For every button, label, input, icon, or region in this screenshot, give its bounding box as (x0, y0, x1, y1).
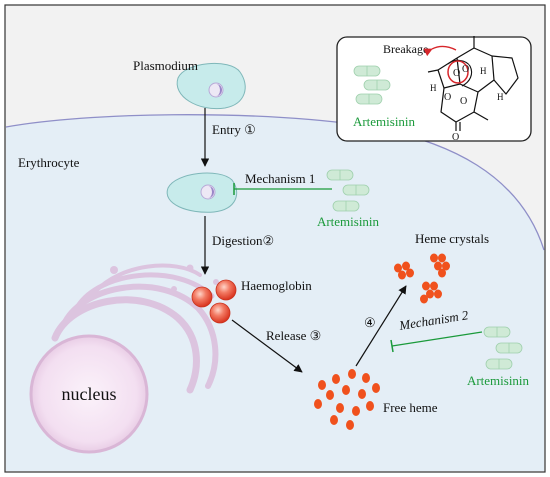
svg-text:O: O (444, 92, 451, 103)
nucleus-label: nucleus (62, 384, 117, 404)
release-label: Release ③ (266, 328, 321, 343)
heme-crystals-label: Heme crystals (415, 231, 489, 246)
artemisinin-pills-mechanism2 (483, 326, 523, 370)
haemoglobin-label: Haemoglobin (241, 278, 312, 293)
crystallization-arrow (355, 285, 407, 367)
entry-label: Entry ① (212, 122, 256, 137)
hydrogen-label-left: H (430, 83, 437, 93)
mechanism1-label: Mechanism 1 (245, 171, 315, 186)
plasmodium-cell-inside (166, 172, 237, 213)
nucleus (29, 334, 149, 454)
artemisinin-label-inset: Artemisinin (353, 114, 416, 129)
plasmodium-label: Plasmodium (133, 58, 198, 73)
hydrogen-label-top: H (480, 66, 487, 76)
molecule-atoms: O O O O O (444, 64, 469, 143)
artemisinin-label-mechanism2: Artemisinin (467, 373, 530, 388)
free-heme-label: Free heme (383, 400, 438, 415)
artemisinin-molecule (427, 36, 519, 131)
haemoglobin-cluster (191, 279, 237, 324)
svg-text:O: O (462, 64, 469, 75)
heme-crystals (394, 253, 450, 304)
mechanism2-inhibition-line (391, 331, 483, 347)
erythrocyte-label: Erythrocyte (18, 155, 80, 170)
svg-text:O: O (452, 132, 459, 143)
artemisinin-structure-inset (336, 36, 532, 142)
step4-label: ④ (364, 315, 376, 330)
artemisinin-pills-inset (353, 65, 391, 105)
artemisinin-label-mechanism1: Artemisinin (317, 214, 380, 229)
svg-text:O: O (453, 68, 460, 79)
breakage-label: Breakage (383, 42, 428, 56)
free-heme-cluster (314, 369, 380, 430)
artemisinin-pills-mechanism1 (326, 169, 370, 212)
release-arrow (231, 319, 303, 373)
mechanism2-inhibition-bar (390, 339, 394, 353)
svg-text:O: O (460, 96, 467, 107)
breakage-arrow (423, 45, 457, 57)
hydrogen-label-right: H (497, 92, 504, 102)
plasmodium-cell (176, 62, 246, 110)
digestion-label: Digestion② (212, 233, 274, 248)
golgi-apparatus (51, 263, 219, 394)
golgi-vesicles (110, 264, 219, 292)
